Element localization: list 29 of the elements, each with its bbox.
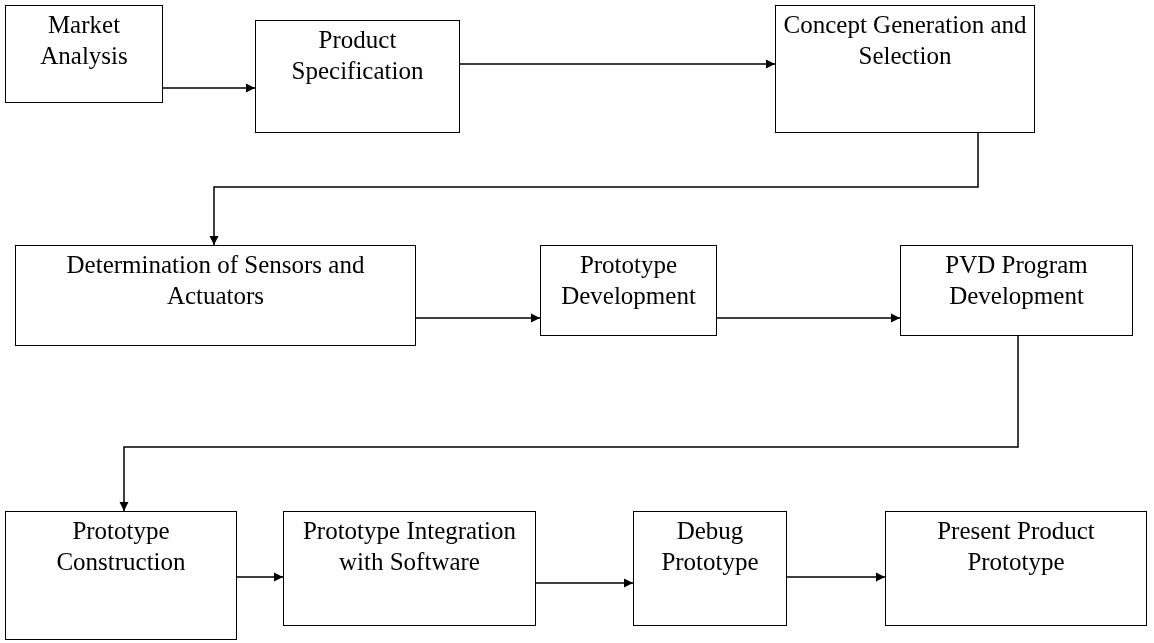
- arrow: [786, 572, 886, 582]
- arrow: [415, 313, 541, 323]
- arrow: [459, 59, 776, 69]
- process-box: [540, 245, 717, 336]
- arrow: [162, 83, 256, 93]
- process-box: [5, 5, 163, 103]
- box-label: Prototype Development: [560, 250, 697, 311]
- process-box: [900, 245, 1133, 336]
- box-label: Prototype Integration with Software: [301, 516, 518, 577]
- box-label: PVD Program Development: [944, 250, 1089, 311]
- box-label: Concept Generation and Selection: [782, 10, 1028, 71]
- process-box: [885, 511, 1147, 626]
- process-box: [283, 511, 536, 626]
- arrow: [535, 578, 634, 588]
- box-label: Debug Prototype: [660, 516, 760, 577]
- box-label: Market Analysis: [39, 10, 129, 71]
- arrow: [236, 572, 284, 582]
- process-box: [5, 511, 237, 640]
- process-box: [255, 20, 460, 133]
- box-label: Product Specification: [290, 25, 425, 86]
- process-box: [775, 5, 1035, 133]
- arrow: [209, 132, 979, 246]
- box-label: Prototype Construction: [55, 516, 187, 577]
- arrow: [119, 335, 1019, 512]
- process-box: [633, 511, 787, 626]
- process-box: [15, 245, 416, 346]
- box-label: Determination of Sensors and Actuators: [65, 250, 366, 311]
- box-label: Present Product Prototype: [936, 516, 1096, 577]
- arrow: [716, 313, 901, 323]
